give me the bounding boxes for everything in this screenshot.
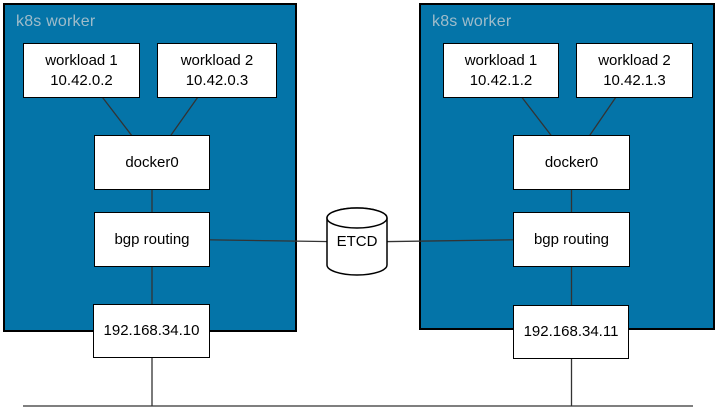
bgp-routing-box-left: bgp routing (94, 212, 210, 267)
worker-right-label: k8s worker (432, 13, 512, 30)
etcd-cylinder-shape (326, 207, 388, 276)
workload-ip: 10.42.0.2 (50, 71, 113, 89)
worker-left-label: k8s worker (16, 13, 96, 30)
workload-ip: 10.42.1.3 (603, 71, 666, 89)
host-ip: 192.168.34.10 (103, 322, 200, 340)
bridge-label: docker0 (125, 153, 179, 171)
docker0-box-left: docker0 (94, 135, 210, 190)
workload-ip: 10.42.1.2 (469, 71, 533, 89)
workload-name: workload 1 (464, 52, 538, 69)
workload-ip: 10.42.0.3 (185, 71, 249, 89)
bgp-routing-box-right: bgp routing (513, 212, 630, 267)
workload-name: workload 2 (598, 52, 671, 69)
routing-label: bgp routing (533, 230, 610, 248)
workload-2-box-right: workload 2 10.42.1.3 (576, 43, 693, 98)
host-ip: 192.168.34.11 (523, 323, 619, 341)
workload-name: workload 2 (180, 52, 254, 69)
docker0-box-right: docker0 (513, 135, 630, 190)
workload-name: workload 1 (45, 52, 118, 69)
workload-1-box-right: workload 1 10.42.1.2 (443, 43, 559, 98)
workload-2-box-left: workload 2 10.42.0.3 (157, 43, 277, 98)
etcd-label: ETCD (336, 233, 378, 250)
host-ip-box-left: 192.168.34.10 (93, 304, 210, 358)
routing-label: bgp routing (114, 230, 190, 248)
host-ip-box-right: 192.168.34.11 (513, 305, 629, 359)
bridge-label: docker0 (544, 153, 599, 171)
workload-1-box-left: workload 1 10.42.0.2 (23, 43, 140, 98)
